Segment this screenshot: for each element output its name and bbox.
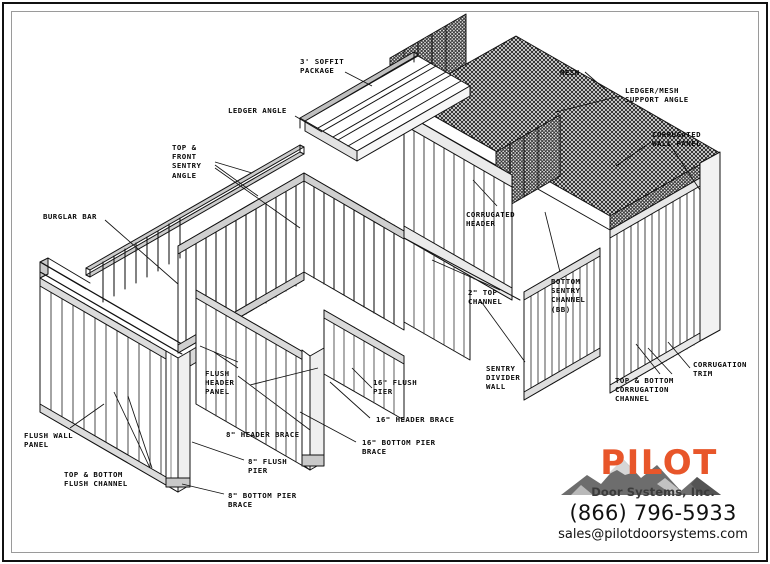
middle-flush-panel <box>195 289 311 471</box>
callout-ledger-angle: LEDGER ANGLE <box>228 106 287 115</box>
inner-bay-panel <box>323 309 405 421</box>
corrugated-wall-panel-right <box>609 151 721 394</box>
callout-ledger-mesh-support-angle: LEDGER/MESH SUPPORT ANGLE <box>625 86 689 105</box>
flush-wall-panel <box>39 277 179 493</box>
callout-burglar-bar: BURGLAR BAR <box>43 212 97 221</box>
callout-8in-flush-pier: 8" FLUSH PIER <box>248 457 288 476</box>
callout-top-bottom-corrugation-channel: TOP & BOTTOM CORRUGATION CHANNEL <box>615 376 674 404</box>
callout-bottom-sentry-channel: BOTTOM SENTRY CHANNEL (BB) <box>551 277 586 314</box>
flush-pier-16 <box>301 347 325 471</box>
logo-wordmark: PILOT <box>600 443 718 483</box>
mountain-logo-icon <box>561 459 721 495</box>
callout-sentry-divider-wall: SENTRY DIVIDER WALL <box>486 364 521 392</box>
corrugated-wall-panel-inner <box>523 247 601 401</box>
callout-2in-top-channel: 2" TOP CHANNEL <box>468 288 503 307</box>
left-wing-cage <box>39 144 305 355</box>
callout-mesh: MESH <box>560 68 580 77</box>
logo-phone: (866) 796-5933 <box>569 501 737 525</box>
back-right-bar-wall <box>303 172 405 331</box>
callout-top-front-sentry-angle: TOP & FRONT SENTRY ANGLE <box>172 143 202 180</box>
callout-16in-header-brace: 16" HEADER BRACE <box>376 415 455 424</box>
callout-corrugated-header: CORRUGATED HEADER <box>466 210 515 229</box>
callout-corrugation-trim: CORRUGATION TRIM <box>693 360 747 379</box>
callout-top-bottom-flush-channel: TOP & BOTTOM FLUSH CHANNEL <box>64 470 128 489</box>
flush-pier-8 <box>165 350 191 493</box>
leader-lines <box>69 71 701 495</box>
callout-8in-bottom-pier-brace: 8" BOTTOM PIER BRACE <box>228 491 297 510</box>
logo-subtitle: Door Systems, Inc. <box>591 485 715 499</box>
border-inner <box>11 11 759 553</box>
logo-email: sales@pilotdoorsystems.com <box>558 527 748 542</box>
soffit-package <box>299 51 471 162</box>
two-inch-top-channel <box>403 237 521 301</box>
callout-soffit-package: 3' SOFFIT PACKAGE <box>300 57 345 76</box>
company-logo-block: PILOT Door Systems, Inc. (866) 796-5933 … <box>553 437 753 555</box>
callout-flush-header-panel: FLUSH HEADER PANEL <box>205 369 235 397</box>
callout-16in-flush-pier: 16" FLUSH PIER <box>373 378 418 397</box>
callout-8in-header-brace: 8" HEADER BRACE <box>226 430 300 439</box>
callout-corrugated-wall-panel: CORRUGATED WALL PANEL <box>652 130 701 149</box>
callout-16in-bottom-pier-brace: 16" BOTTOM PIER BRACE <box>362 438 436 457</box>
callout-flush-wall-panel: FLUSH WALL PANEL <box>24 431 73 450</box>
